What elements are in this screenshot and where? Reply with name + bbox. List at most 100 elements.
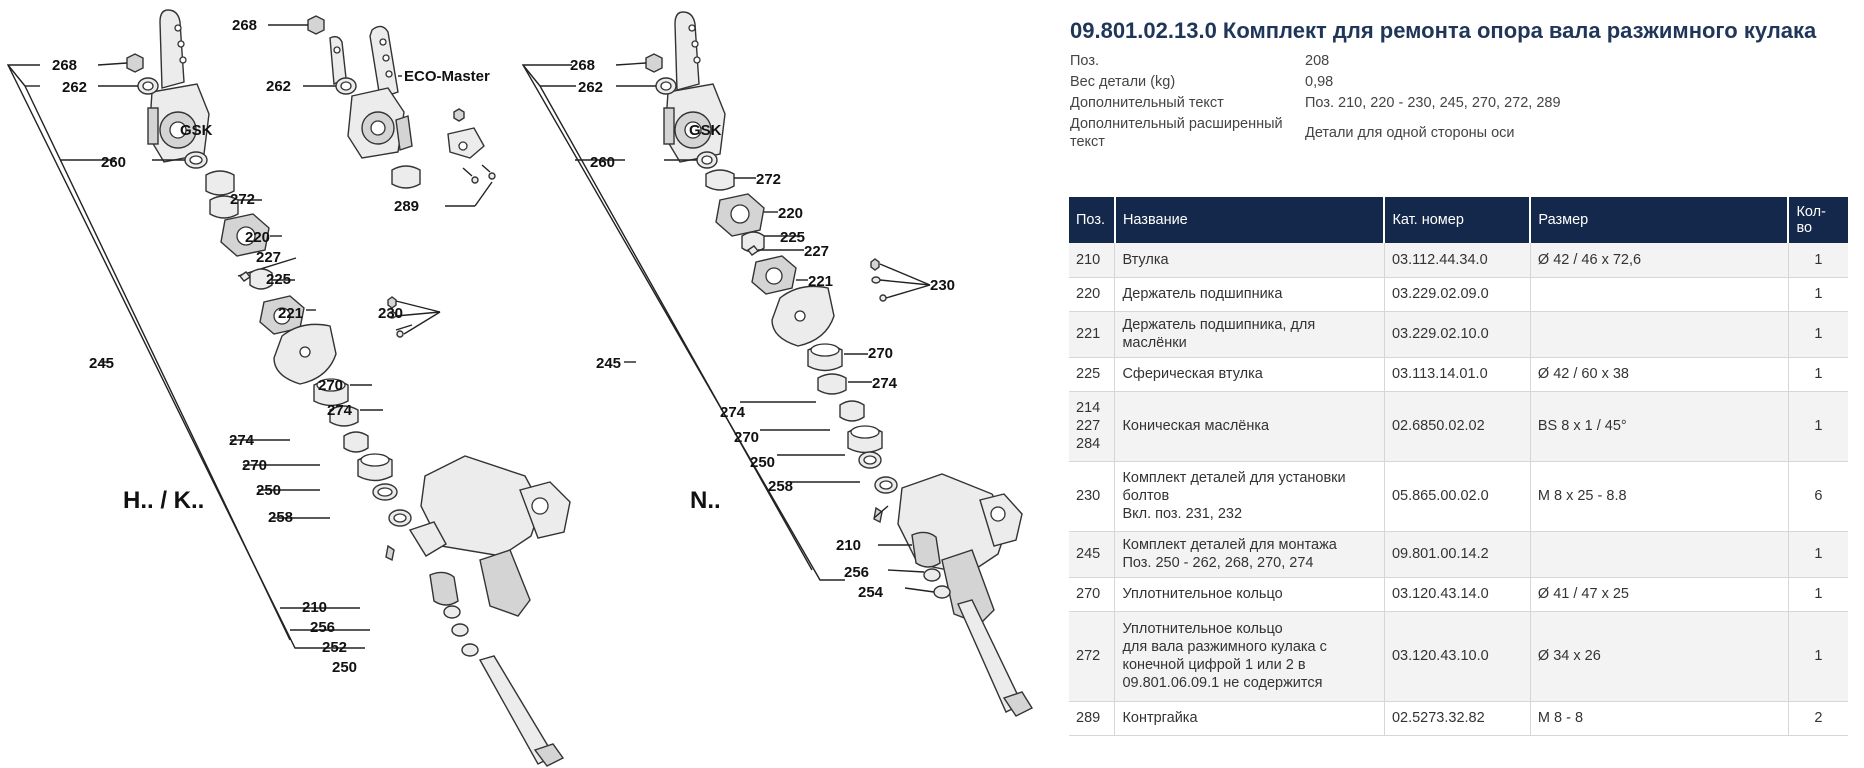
cell-name: Уплотнительное кольцо (1114, 577, 1385, 612)
parts-table-header: Поз. Название Кат. номер Размер Кол-во (1069, 197, 1848, 243)
col-catalog-number[interactable]: Кат. номер (1384, 197, 1532, 243)
cell-quantity: 1 (1788, 243, 1848, 278)
eco-master-assembly (268, 15, 496, 207)
left-callout-label: GSK (180, 122, 213, 139)
exploded-parts-diagram: 268262GSK2602722202272252212302452702742… (6, 9, 1034, 767)
kit-title: 09.801.02.13.0 Комплект для ремонта опор… (1070, 18, 1817, 43)
left-callout-label: 258 (268, 509, 293, 526)
cell-size (1530, 277, 1789, 312)
cell-catalog-number: 03.113.14.01.0 (1384, 357, 1531, 392)
left-callout-label: 210 (302, 599, 327, 616)
col-pos[interactable]: Поз. (1069, 197, 1116, 243)
property-value: 0,98 (1305, 74, 1334, 90)
left-callout-label: 270 (318, 377, 343, 394)
cell-size: M 8 - 8 (1530, 701, 1789, 736)
cell-pos: 272 (1069, 611, 1116, 702)
right-assembly (521, 11, 1034, 717)
cell-quantity: 1 (1788, 611, 1848, 702)
left-callout-label: 245 (89, 355, 114, 372)
kit-info-panel: 09.801.02.13.0 Комплект для ремонта опор… (1070, 18, 1860, 154)
property-row: Поз. 208 (1070, 52, 1860, 70)
cell-quantity: 1 (1788, 577, 1848, 612)
left-callout-label: 274 (327, 402, 353, 419)
right-callout-label: GSK (689, 122, 722, 139)
cell-catalog-number: 03.229.02.10.0 (1384, 311, 1531, 358)
right-callout-label: 274 (872, 375, 898, 392)
cell-quantity: 6 (1788, 461, 1848, 532)
cell-pos: 220 (1069, 277, 1116, 312)
cell-size: Ø 34 x 26 (1530, 611, 1789, 702)
col-size[interactable]: Размер (1530, 197, 1790, 243)
property-row: Вес детали (kg) 0,98 (1070, 73, 1860, 91)
right-callout-label: 270 (868, 345, 893, 362)
right-callout-label: 270 (734, 429, 759, 446)
eco-callout-label: ECO-Master (404, 68, 490, 85)
cell-pos: 245 (1069, 531, 1116, 578)
cell-size: Ø 41 / 47 x 25 (1530, 577, 1789, 612)
cell-name: Втулка (1114, 243, 1385, 278)
cell-pos: 270 (1069, 577, 1116, 612)
right-callout-label: 268 (570, 57, 595, 74)
cell-name: Держатель подшипника (1114, 277, 1385, 312)
col-name[interactable]: Название (1114, 197, 1386, 243)
left-callout-label: 225 (266, 271, 291, 288)
right-callout-label: 210 (836, 537, 861, 554)
cell-size: BS 8 x 1 / 45° (1530, 391, 1789, 462)
right-callout-label: 225 (780, 229, 805, 246)
cell-catalog-number: 02.5273.32.82 (1384, 701, 1531, 736)
cell-pos: 289 (1069, 701, 1116, 736)
right-callout-label: 230 (930, 277, 955, 294)
right-callout-label: 262 (578, 79, 603, 96)
cell-size: M 8 x 25 - 8.8 (1530, 461, 1789, 532)
right-callout-label: 274 (720, 404, 746, 421)
right-callout-label: 227 (804, 243, 829, 260)
eco-callout-label: 268 (232, 17, 257, 34)
right-callout-label: 258 (768, 478, 793, 495)
property-key: Поз. (1070, 53, 1099, 69)
cell-size: Ø 42 / 46 x 72,6 (1530, 243, 1789, 278)
property-key: Вес детали (kg) (1070, 74, 1176, 90)
cell-catalog-number: 03.120.43.10.0 (1384, 611, 1531, 702)
left-assembly (6, 9, 571, 767)
parts-table: Поз. Название Кат. номер Размер Кол-во 2… (1069, 197, 1848, 736)
left-callout-label: 230 (378, 305, 403, 322)
cell-quantity: 1 (1788, 531, 1848, 578)
cell-quantity: 1 (1788, 277, 1848, 312)
right-callout-label: 254 (858, 584, 884, 601)
col-quantity[interactable]: Кол-во (1788, 197, 1848, 243)
cell-catalog-number: 09.801.00.14.2 (1384, 531, 1531, 578)
cell-catalog-number: 03.112.44.34.0 (1384, 243, 1531, 278)
left-callout-label: 250 (332, 659, 357, 676)
property-value: Детали для одной стороны оси (1305, 125, 1515, 141)
property-value: 208 (1305, 53, 1330, 69)
cell-catalog-number: 05.865.00.02.0 (1384, 461, 1531, 532)
property-key: Дополнительный текст (1070, 95, 1224, 111)
left-callout-label: 221 (278, 305, 303, 322)
right-variant-marker: N.. (690, 487, 721, 514)
right-callout-label: 260 (590, 154, 615, 171)
cell-pos: 221 (1069, 311, 1116, 358)
left-callout-label: 260 (101, 154, 126, 171)
right-callout-label: 245 (596, 355, 621, 372)
cell-name: Контргайка (1114, 701, 1385, 736)
cell-name: Сферическая втулка (1114, 357, 1385, 392)
left-callout-label: 256 (310, 619, 335, 636)
right-callout-label: 220 (778, 205, 803, 222)
